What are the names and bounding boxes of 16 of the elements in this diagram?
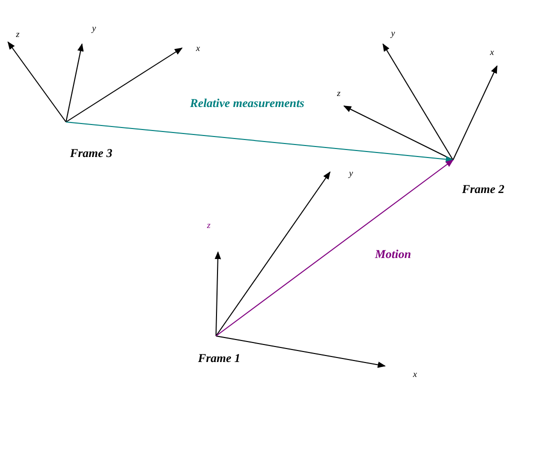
arrow — [216, 160, 454, 336]
axis-label: x — [413, 370, 417, 379]
arrow — [66, 122, 454, 162]
axis-label: y — [391, 29, 395, 38]
axis-label: z — [207, 221, 211, 230]
axis-label: x — [490, 48, 494, 57]
axis-label: x — [196, 44, 200, 53]
axis-label: y — [92, 24, 96, 33]
axis-label: z — [337, 89, 341, 98]
axis-label: y — [349, 169, 353, 178]
axis-label: z — [16, 30, 20, 39]
frame-label: Frame 1 — [196, 336, 240, 366]
frame-label: Frame 3 — [60, 122, 112, 161]
edge-label: Relative measurements — [190, 97, 304, 110]
edge-label: Motion — [375, 248, 412, 262]
frame-label: Frame 2 — [450, 160, 504, 197]
